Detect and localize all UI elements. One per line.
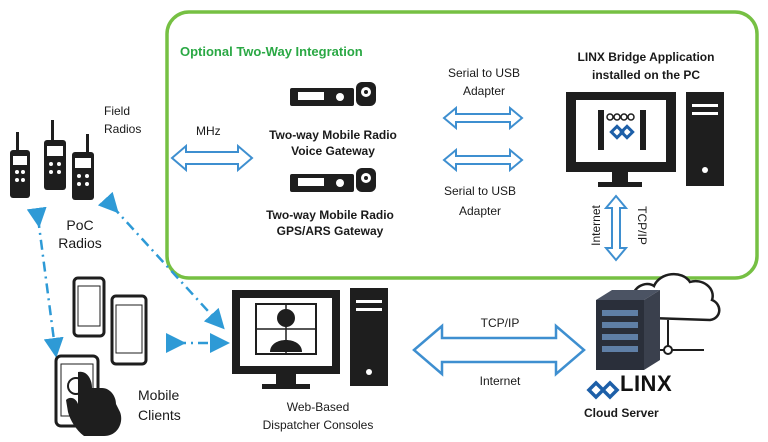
mobile-clients-line2: Clients (138, 407, 181, 423)
poc-radios-line2: Radios (58, 235, 102, 251)
serial-top-line1: Serial to USB (447, 66, 521, 80)
mhz-label: MHz (196, 124, 221, 138)
integration-box (165, 10, 759, 280)
dispatcher-pc-icon (232, 288, 388, 389)
gps-gateway-label-line2: GPS/ARS Gateway (276, 224, 384, 238)
smartphone-icons (54, 276, 148, 436)
poc-radios-line1: PoC (66, 217, 94, 233)
tcpip-arrow (412, 323, 586, 377)
cloud-server-icon (596, 273, 721, 370)
bridge-pc-icon (566, 92, 724, 187)
serial-bottom-line2: Adapter (458, 204, 502, 218)
internet-label: Internet (479, 374, 521, 388)
integration-title: Optional Two-Way Integration (180, 44, 363, 59)
mobile-clients-line1: Mobile (138, 387, 180, 403)
gps-gateway-label-line1: Two-way Mobile Radio (266, 208, 394, 222)
bridge-app-line2: installed on the PC (591, 68, 701, 82)
voice-gateway-label-line2: Voice Gateway (291, 144, 375, 158)
gps-gateway-radio-icon (290, 168, 376, 192)
serial-top-line2: Adapter (462, 84, 506, 98)
cloud-server-label: Cloud Server (584, 406, 659, 420)
serial-arrow-top (442, 105, 524, 131)
serial-arrow-bottom (442, 147, 524, 173)
bridge-app-line1: LINX Bridge Application (577, 50, 715, 64)
tcpip-label: TCP/IP (480, 316, 520, 330)
serial-bottom-line1: Serial to USB (443, 184, 517, 198)
field-radio-icons (10, 120, 94, 200)
dispatcher-label-line2: Dispatcher Consoles (262, 418, 374, 432)
dispatcher-label-line1: Web-Based (286, 400, 350, 414)
field-radios-line2: Radios (104, 122, 142, 136)
vertical-internet-arrow (603, 194, 629, 262)
voice-gateway-label-line1: Two-way Mobile Radio (269, 128, 397, 142)
linx-logo-text: LINX (620, 371, 673, 396)
tcpip-vertical-label: TCP/IP (634, 206, 649, 245)
internet-vertical-label: Internet (588, 205, 603, 246)
field-radios-line1: Field (104, 104, 131, 118)
mhz-arrow (170, 143, 254, 173)
linx-logo-icon (586, 380, 620, 400)
poc-connectors (26, 191, 230, 358)
voice-gateway-radio-icon (290, 82, 376, 106)
